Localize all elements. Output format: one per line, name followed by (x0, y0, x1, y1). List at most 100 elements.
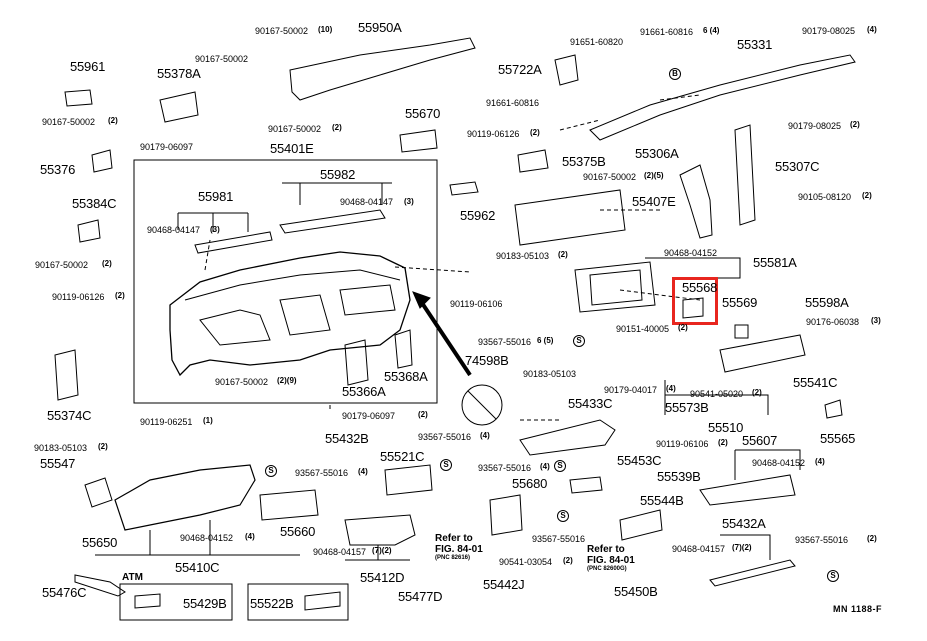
label-55573B[interactable]: 55573B (665, 400, 709, 415)
label-55374C[interactable]: 55374C (47, 408, 92, 423)
label-90105-08120[interactable]: 90105-08120 (798, 192, 852, 202)
label-55568[interactable]: 55568 (682, 280, 718, 295)
label-90119-06106-a[interactable]: 90119-06106 (450, 299, 503, 309)
label-55407E[interactable]: 55407E (632, 194, 676, 209)
label-55429B[interactable]: 55429B (183, 596, 227, 611)
label-55401E[interactable]: 55401E (270, 141, 314, 156)
label-55522B[interactable]: 55522B (250, 596, 294, 611)
refer-note-1[interactable]: Refer to FIG. 84-01 (PNC 82616) (435, 533, 483, 561)
label-55581A[interactable]: 55581A (753, 255, 797, 270)
label-93567-55016-a[interactable]: 93567-55016 (418, 432, 472, 442)
refer-note-2[interactable]: Refer to FIG. 84-01 (PNC 82600G) (587, 544, 635, 572)
label-90541-03054[interactable]: 90541-03054 (499, 557, 553, 567)
label-55950A[interactable]: 55950A (358, 20, 402, 35)
label-90167-50002-b[interactable]: 90167-50002 (195, 54, 249, 64)
label-55476C[interactable]: 55476C (42, 585, 87, 600)
label-55541C[interactable]: 55541C (793, 375, 838, 390)
label-55477D[interactable]: 55477D (398, 589, 443, 604)
label-90167-50002-a[interactable]: 90167-50002 (255, 26, 309, 36)
qty-4-d: (4) (867, 25, 877, 34)
label-55547[interactable]: 55547 (40, 456, 76, 471)
label-55670[interactable]: 55670 (405, 106, 441, 121)
refer-1-line3: (PNC 82616) (435, 555, 471, 561)
label-91661-60816-a[interactable]: 91661-60816 (640, 27, 694, 37)
label-55598A[interactable]: 55598A (805, 295, 849, 310)
label-90119-06106-b[interactable]: 90119-06106 (656, 439, 709, 449)
label-90179-06097[interactable]: 90179-06097 (140, 142, 194, 152)
label-55510[interactable]: 55510 (708, 420, 744, 435)
label-90468-04152-b[interactable]: 90468-04152 (664, 248, 718, 258)
label-90167-50002-f[interactable]: 90167-50002 (215, 377, 269, 387)
label-55539B[interactable]: 55539B (657, 469, 701, 484)
label-90468-04152-c[interactable]: 90468-04152 (752, 458, 806, 468)
label-90468-04147-b[interactable]: 90468-04147 (340, 197, 394, 207)
label-55660[interactable]: 55660 (280, 524, 316, 539)
label-55680[interactable]: 55680 (512, 476, 548, 491)
qty-2-5: (2)(5) (644, 171, 664, 180)
label-90183-05103-c[interactable]: 90183-05103 (523, 369, 577, 379)
label-55307C[interactable]: 55307C (775, 159, 820, 174)
label-55432A[interactable]: 55432A (722, 516, 766, 531)
label-90176-06038[interactable]: 90176-06038 (806, 317, 860, 327)
label-55412D[interactable]: 55412D (360, 570, 405, 585)
label-90179-04017[interactable]: 90179-04017 (604, 385, 658, 395)
label-55569[interactable]: 55569 (722, 295, 758, 310)
label-93567-55016-f[interactable]: 93567-55016 (795, 535, 849, 545)
label-90151-40005[interactable]: 90151-40005 (616, 324, 670, 334)
label-90167-50002-d[interactable]: 90167-50002 (35, 260, 89, 270)
label-55650[interactable]: 55650 (82, 535, 118, 550)
atm-label: ATM (122, 572, 143, 583)
label-55378A[interactable]: 55378A (157, 66, 201, 81)
label-55432B[interactable]: 55432B (325, 431, 369, 446)
label-90468-04147-a[interactable]: 90468-04147 (147, 225, 201, 235)
label-55544B[interactable]: 55544B (640, 493, 684, 508)
label-55981[interactable]: 55981 (198, 189, 234, 204)
label-90167-50002-g[interactable]: 90167-50002 (583, 172, 637, 182)
label-55982[interactable]: 55982 (320, 167, 356, 182)
label-55453C[interactable]: 55453C (617, 453, 662, 468)
label-55306A[interactable]: 55306A (635, 146, 679, 161)
label-90119-06126-b[interactable]: 90119-06126 (467, 129, 520, 139)
label-55384C[interactable]: 55384C (72, 196, 117, 211)
label-90179-08025-a[interactable]: 90179-08025 (802, 26, 856, 36)
label-90167-50002-e[interactable]: 90167-50002 (268, 124, 322, 134)
label-55521C[interactable]: 55521C (380, 449, 425, 464)
label-90119-06251[interactable]: 90119-06251 (140, 417, 193, 427)
label-90119-06126[interactable]: 90119-06126 (52, 292, 105, 302)
label-90183-05103-b[interactable]: 90183-05103 (496, 251, 550, 261)
label-55375B[interactable]: 55375B (562, 154, 606, 169)
label-55410C[interactable]: 55410C (175, 560, 220, 575)
label-55961[interactable]: 55961 (70, 59, 106, 74)
label-90179-06097-b[interactable]: 90179-06097 (342, 411, 396, 421)
label-55962[interactable]: 55962 (460, 208, 496, 223)
label-55442J[interactable]: 55442J (483, 577, 525, 592)
part-55581A (574, 261, 656, 313)
label-91661-60816-b[interactable]: 91661-60816 (486, 98, 540, 108)
label-90179-08025-b[interactable]: 90179-08025 (788, 121, 842, 131)
qty-2-9: (2)(9) (277, 376, 297, 385)
label-90468-04152-a[interactable]: 90468-04152 (180, 533, 234, 543)
part-55376 (91, 149, 113, 173)
label-90167-50002-c[interactable]: 90167-50002 (42, 117, 96, 127)
part-55307C (734, 124, 756, 226)
label-55433C[interactable]: 55433C (568, 396, 613, 411)
label-93567-55016-e[interactable]: 93567-55016 (532, 534, 586, 544)
label-93567-55016-b[interactable]: 93567-55016 (295, 468, 349, 478)
emblem-74598B (461, 384, 503, 426)
label-93567-55016-d[interactable]: 93567-55016 (478, 463, 532, 473)
label-91651-60820[interactable]: 91651-60820 (570, 37, 624, 47)
label-55565[interactable]: 55565 (820, 431, 856, 446)
label-55376[interactable]: 55376 (40, 162, 76, 177)
label-93567-55016-c[interactable]: 93567-55016 (478, 337, 532, 347)
label-90183-05103-a[interactable]: 90183-05103 (34, 443, 88, 453)
label-55366A[interactable]: 55366A (342, 384, 386, 399)
label-90468-04157-b[interactable]: 90468-04157 (672, 544, 726, 554)
label-90468-04157-a[interactable]: 90468-04157 (313, 547, 367, 557)
label-74598B[interactable]: 74598B (465, 353, 509, 368)
label-90541-05020[interactable]: 90541-05020 (690, 389, 744, 399)
label-55450B[interactable]: 55450B (614, 584, 658, 599)
label-55722A[interactable]: 55722A (498, 62, 542, 77)
label-55331[interactable]: 55331 (737, 37, 773, 52)
label-55368A[interactable]: 55368A (384, 369, 428, 384)
label-55607[interactable]: 55607 (742, 433, 778, 448)
